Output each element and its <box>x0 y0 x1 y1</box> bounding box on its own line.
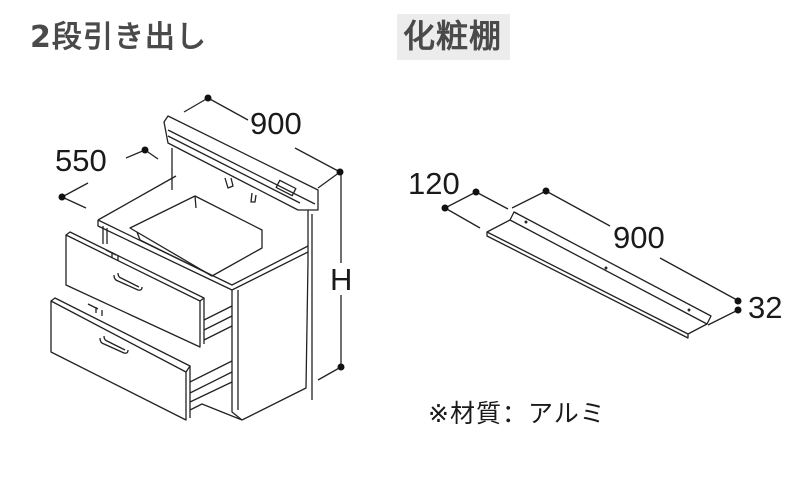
dimension-point <box>441 204 449 212</box>
dimension-point <box>542 187 550 195</box>
vanity-width-label: 900 <box>250 106 302 141</box>
dimension-point <box>58 193 66 201</box>
material-note: ※材質：アルミ <box>428 399 606 428</box>
vanity-height-label: H <box>330 262 353 297</box>
vanity-depth-label: 550 <box>55 143 107 178</box>
shelf-drawing <box>444 190 738 339</box>
shelf-width-label: 900 <box>613 220 665 255</box>
shelf-depth-label: 120 <box>408 166 460 201</box>
dimension-point <box>734 306 742 314</box>
dimension-point <box>472 188 480 196</box>
dimension-point <box>141 146 149 154</box>
shelf-title: 化粧棚 <box>397 14 511 60</box>
dimension-point <box>734 297 742 305</box>
dimension-point <box>337 363 345 371</box>
dimension-point <box>336 168 344 176</box>
vanity-title: 2段引き出し <box>30 20 207 55</box>
dimension-point <box>204 94 212 102</box>
shelf-height-label: 32 <box>748 290 783 325</box>
